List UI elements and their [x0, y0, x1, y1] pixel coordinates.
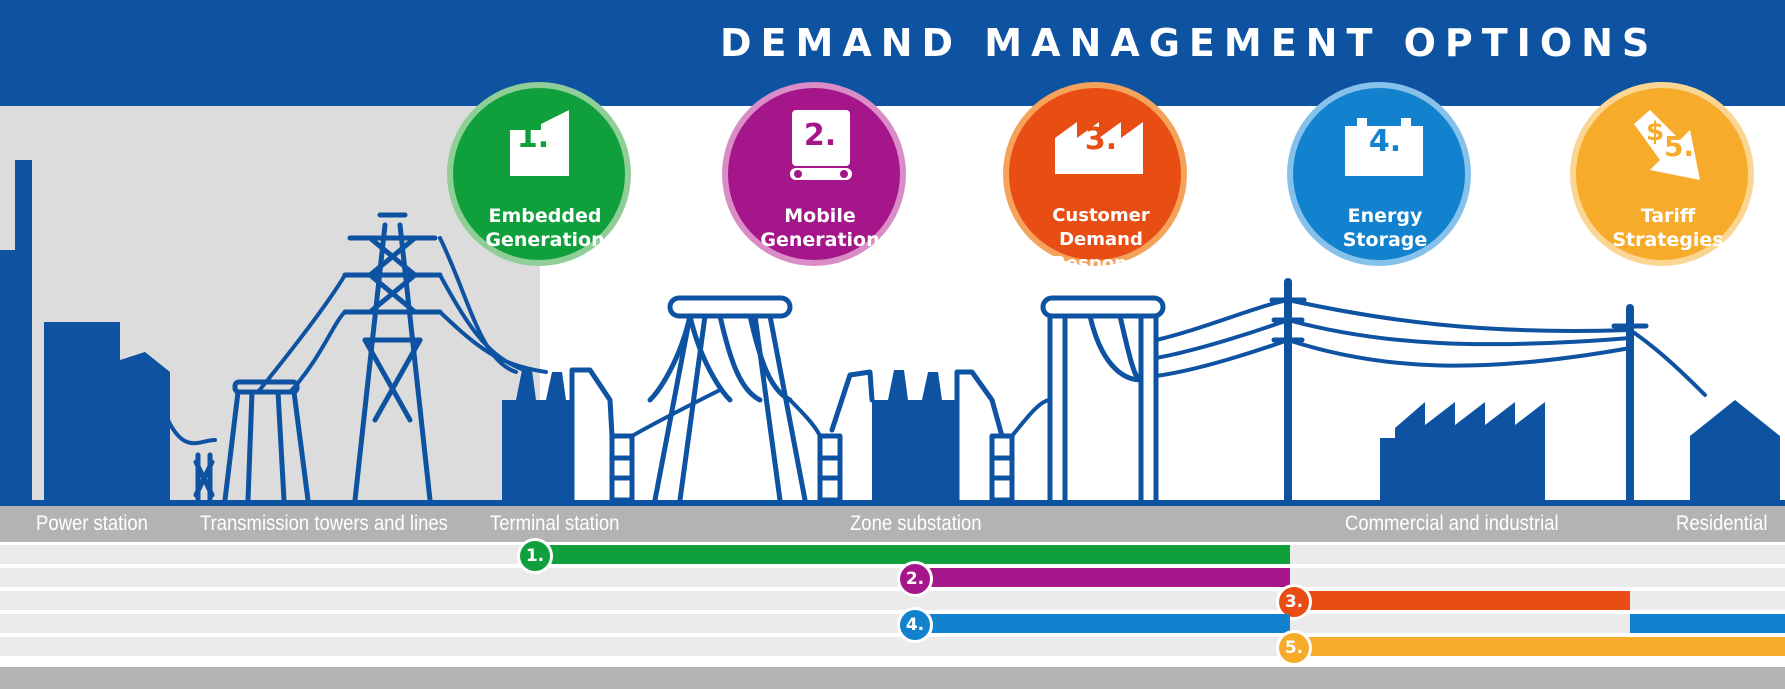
range-badge: 4. — [897, 607, 933, 643]
stage-label-terminal-station: Terminal station — [490, 512, 620, 535]
range-badge: 1. — [517, 538, 553, 574]
svg-text:$: $ — [1646, 117, 1664, 147]
power-station-icon — [0, 160, 170, 505]
range-badge: 3. — [1276, 584, 1312, 620]
substation-gantry-icon — [647, 295, 808, 503]
lane-track — [0, 614, 1785, 633]
power-pole-icons — [1269, 278, 1649, 504]
page-title: DEMAND MANAGEMENT OPTIONS — [720, 21, 1659, 65]
option-customer-demand-response[interactable]: 3. Customer Demand Response — [1003, 82, 1187, 274]
stage-label-zone-substation: Zone substation — [850, 512, 982, 535]
stage-label-power-station: Power station — [36, 512, 148, 535]
factory-icon — [1055, 122, 1143, 174]
stage-label-commercial-industrial: Commercial and industrial — [1345, 512, 1559, 535]
lane-track — [0, 568, 1785, 587]
option-number: 4. — [1368, 124, 1402, 159]
distribution-lines — [630, 298, 1707, 438]
bottom-bar — [0, 667, 1785, 689]
factory-building-icon — [1380, 402, 1545, 505]
house-icon — [1690, 400, 1780, 505]
price-down-icon: $ — [1634, 110, 1700, 180]
battery-icon — [1345, 118, 1423, 176]
mobile-generator-icon — [790, 110, 852, 180]
applicability-lanes: 1. 2. 3. 4. 5. — [0, 538, 1785, 689]
transmission-lines — [166, 236, 548, 446]
stage-label-bar: Power station Transmission towers and li… — [0, 506, 1785, 542]
option-tariff-strategies[interactable]: $ 5. Tariff Strategies — [1570, 82, 1754, 266]
option-mobile-generation[interactable]: 2. Mobile Generation — [722, 82, 906, 266]
range-bar-mobile-generation — [912, 568, 1290, 587]
option-number: 5. — [1663, 130, 1695, 163]
stage-label-transmission: Transmission towers and lines — [200, 512, 448, 535]
range-bar-tariff-strategies — [1290, 637, 1785, 656]
option-energy-storage[interactable]: 4. Energy Storage — [1287, 82, 1471, 266]
terminal-station-transformer-icon — [502, 370, 957, 505]
range-badge: 2. — [897, 561, 933, 597]
grid-infrastructure-illustration — [0, 160, 1785, 506]
range-bar-customer-demand-response — [1290, 591, 1630, 610]
option-number: 3. — [1084, 122, 1118, 157]
option-number: 1. — [516, 120, 550, 155]
title-banner: DEMAND MANAGEMENT OPTIONS — [0, 0, 1785, 106]
range-bar-embedded-generation — [540, 545, 1290, 564]
option-embedded-generation[interactable]: 1. Embedded Generation — [447, 82, 631, 266]
range-bar-energy-storage — [1630, 614, 1785, 633]
zone-substation-gantry-icon — [1040, 295, 1166, 503]
option-label: Tariff Strategies — [1612, 205, 1724, 251]
transmission-tower-icon — [342, 212, 443, 503]
option-label: Mobile Generation — [760, 205, 880, 251]
building-with-flag-icon — [510, 110, 569, 176]
range-bar-energy-storage — [912, 614, 1290, 633]
substation-building-outlines — [569, 367, 1005, 503]
option-label: Embedded Generation — [485, 205, 605, 251]
insulator-stacks — [609, 433, 1015, 503]
option-label: Customer Demand Response — [1052, 205, 1150, 274]
option-label: Energy Storage — [1342, 205, 1428, 251]
option-number: 2. — [803, 118, 837, 153]
stage-label-residential: Residential — [1676, 512, 1768, 535]
range-badge: 5. — [1276, 630, 1312, 666]
